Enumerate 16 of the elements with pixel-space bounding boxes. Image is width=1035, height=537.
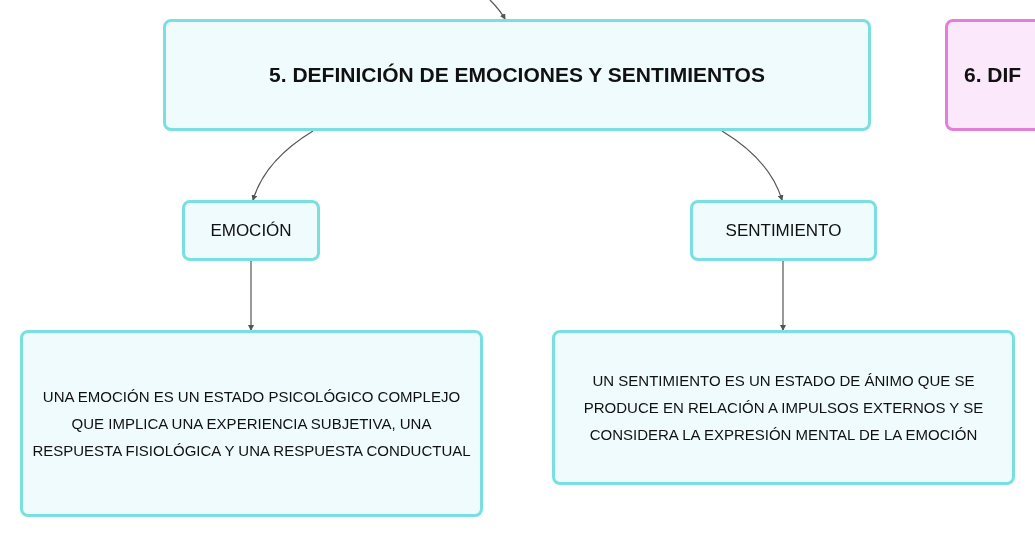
- node-label: UN SENTIMIENTO ES UN ESTADO DE ÁNIMO QUE SE PRODUCE EN RELACIÓN A IMPULSOS EXTERNOS Y SE CONSIDERA LA EXPRESIÓN MENTAL DE LA EMOCIÓN: [582, 371, 985, 445]
- node-label: SENTIMIENTO: [724, 219, 843, 242]
- subtopic-box: [182, 200, 320, 261]
- connector-arrow: [780, 260, 786, 331]
- node-label: UNA EMOCIÓN ES UN ESTADO PSICOLÓGICO COMPLEJO QUE IMPLICA UNA EXPERIENCIA SUBJETIVA, UNA RESPUESTA FISIOLÓGICA Y UNA RESPUESTA CONDUCTUAL: [31, 387, 472, 461]
- topic-box: [163, 19, 871, 131]
- node-label: EMOCIÓN: [209, 219, 293, 242]
- node-label: 5. DEFINICIÓN DE EMOCIONES Y SENTIMIENTOS: [268, 62, 766, 89]
- connector-arrow: [251, 130, 314, 201]
- node-label: 6. DIF: [963, 62, 1023, 89]
- definition-box: [20, 330, 483, 517]
- connector-arrow: [248, 260, 254, 331]
- connector-arrow: [721, 130, 784, 201]
- definition-box: [552, 330, 1015, 485]
- subtopic-box: [690, 200, 877, 261]
- connector-arrow: [489, 0, 506, 20]
